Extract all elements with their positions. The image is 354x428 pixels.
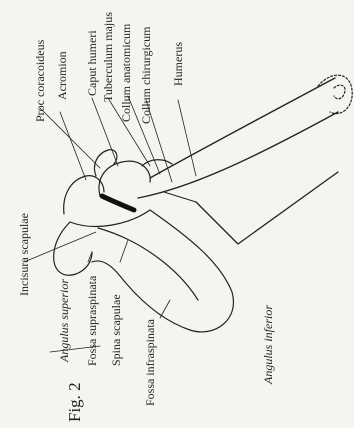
- leader-fossa-supraspinata: [120, 240, 128, 262]
- leader-fossa-infraspinata: [160, 300, 170, 318]
- leader-acromion: [60, 112, 86, 180]
- leader-incisura: [24, 232, 96, 262]
- label-collum-anatomicum: Collum anatomicum: [120, 24, 132, 122]
- label-fossa-infraspinata: Fossa infraspinata: [144, 319, 156, 406]
- thorax-line: [196, 172, 338, 244]
- humerus-distal-end: [318, 75, 352, 113]
- label-tuberculum-majus: Tuberculum majus: [102, 12, 114, 102]
- label-caput-humeri: Caput humeri: [86, 30, 98, 96]
- label-incisura-scapulae: Incisura scapulae: [18, 213, 30, 296]
- spina-scapulae-line: [98, 228, 198, 300]
- label-angulus-superior: Angulus superior: [58, 279, 70, 362]
- label-acromion: Acromion: [56, 51, 68, 100]
- figure-caption: Fig. 2: [66, 382, 83, 422]
- label-fossa-supraspinata: Fossa supraspinata: [86, 276, 98, 366]
- caput-humeri-outline: [99, 161, 150, 196]
- thorax-line-back: [164, 192, 196, 202]
- acromion-arc: [64, 176, 104, 214]
- label-collum-chirurgicum: Collum chirurgicum: [140, 27, 152, 124]
- humerus-distal-notch: [334, 85, 345, 99]
- label-angulus-inferior: Angulus inferior: [262, 305, 274, 384]
- label-proc-coracoideus: Proc coracoideus: [34, 40, 46, 122]
- suprascapular-notch: [76, 252, 92, 274]
- glenoid-joint: [102, 196, 134, 210]
- humerus-shaft-lower: [138, 112, 338, 198]
- label-humerus: Humerus: [172, 42, 184, 86]
- label-spina-scapulae: Spina scapulae: [110, 294, 122, 366]
- leader-humerus: [178, 100, 196, 176]
